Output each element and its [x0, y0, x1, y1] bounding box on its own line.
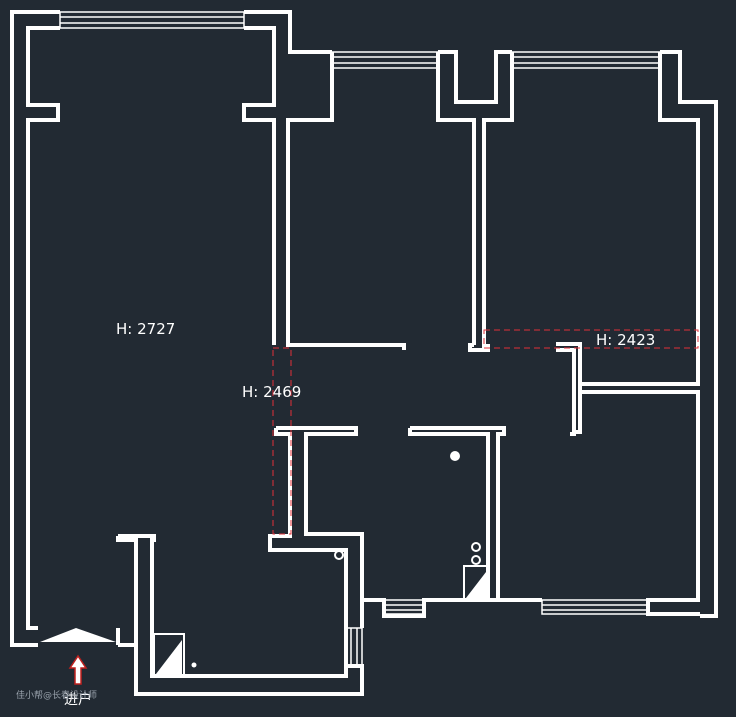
fixtures — [40, 451, 489, 677]
pipe-icon — [471, 542, 481, 552]
bedroom-ceiling-marker — [483, 329, 699, 349]
outer-walls — [10, 10, 718, 647]
windows — [59, 11, 661, 667]
interior-walls — [116, 348, 700, 696]
corridor-height-label: H: 2469 — [242, 383, 301, 401]
shaft-icon — [153, 633, 185, 677]
pipe-icon — [334, 550, 344, 560]
corridor-ceiling-marker — [272, 347, 292, 535]
floor-drain-icon — [450, 451, 460, 461]
entry-arrow-icon — [68, 654, 88, 685]
ceiling-markers — [272, 329, 699, 535]
shaft-icon — [463, 565, 489, 601]
living-height-label: H: 2727 — [116, 320, 175, 338]
watermark: 佳小帮@长春设计师 — [16, 689, 97, 701]
entry-door — [40, 628, 116, 642]
entry-label: 进户 — [64, 691, 92, 708]
pipe-icon — [471, 555, 481, 565]
bedroom-height-label: H: 2423 — [596, 331, 655, 349]
